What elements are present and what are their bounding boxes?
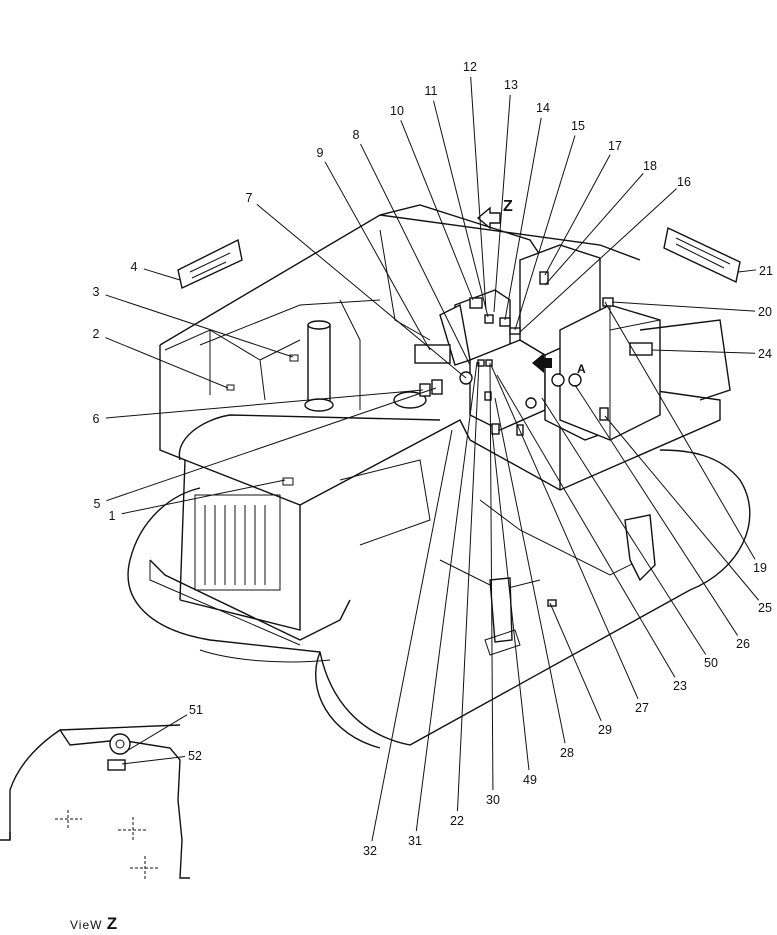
callout-24: 24 <box>758 347 772 361</box>
callout-49: 49 <box>523 773 537 787</box>
leader-line-30 <box>489 362 494 791</box>
callout-13: 13 <box>504 78 518 92</box>
leader-line-8 <box>360 143 471 366</box>
callout-51: 51 <box>189 703 203 717</box>
callout-50: 50 <box>704 656 718 670</box>
leader-line-4 <box>143 268 181 281</box>
callout-3: 3 <box>93 285 100 299</box>
callout-group: 1234567891011121314151617181920212223242… <box>93 60 773 858</box>
leader-line-11 <box>433 100 489 318</box>
decal-marks <box>226 271 653 607</box>
callout-16: 16 <box>677 175 691 189</box>
callout-14: 14 <box>536 101 550 115</box>
leader-line-27 <box>490 364 639 700</box>
detail-a-arrow-label: A <box>577 362 586 376</box>
callout-30: 30 <box>486 793 500 807</box>
leader-line-20 <box>611 301 756 312</box>
leader-line-16 <box>519 188 677 333</box>
callout-17: 17 <box>608 139 622 153</box>
decal-21 <box>663 226 741 284</box>
leader-line-50 <box>541 397 707 655</box>
leader-line-24 <box>651 349 756 354</box>
leader-line-7 <box>256 203 467 379</box>
callout-28: 28 <box>560 746 574 760</box>
callout-52: 52 <box>188 749 202 763</box>
callout-20: 20 <box>758 305 772 319</box>
leader-line-21 <box>737 269 757 273</box>
leader-line-23 <box>496 374 676 678</box>
leader-line-9 <box>324 161 431 351</box>
callout-32: 32 <box>363 844 377 858</box>
leader-line-51 <box>124 714 188 753</box>
leader-line-1 <box>121 479 286 515</box>
callout-27: 27 <box>635 701 649 715</box>
callout-26: 26 <box>736 637 750 651</box>
leader-line-3 <box>105 294 294 358</box>
callout-23: 23 <box>673 679 687 693</box>
callout-25: 25 <box>758 601 772 615</box>
leader-line-29 <box>549 602 602 721</box>
leader-line-15 <box>514 135 576 331</box>
leader-line-52 <box>121 756 186 765</box>
callout-12: 12 <box>463 60 477 74</box>
leader-line-31 <box>415 361 478 832</box>
callout-18: 18 <box>643 159 657 173</box>
leader-line-26 <box>574 384 739 636</box>
leader-line-6 <box>105 389 424 419</box>
leader-line-28 <box>494 397 566 744</box>
detail-a-arrow: A <box>532 353 586 376</box>
callout-22: 22 <box>450 814 464 828</box>
callout-5: 5 <box>94 497 101 511</box>
callout-8: 8 <box>353 128 360 142</box>
callout-21: 21 <box>759 264 773 278</box>
callout-1: 1 <box>109 509 116 523</box>
machine-outline <box>127 204 751 749</box>
callout-15: 15 <box>571 119 585 133</box>
callout-11: 11 <box>425 84 438 98</box>
leader-line-32 <box>371 429 453 842</box>
leader-line-25 <box>604 415 760 601</box>
callout-29: 29 <box>598 723 612 737</box>
view-z-arrow-label: Z <box>503 198 513 215</box>
decal-4 <box>177 238 243 290</box>
leader-line-5 <box>106 387 437 502</box>
view-z-arrow: Z <box>476 198 513 230</box>
view-z-caption: VieW Z <box>70 914 118 934</box>
callout-9: 9 <box>317 146 324 160</box>
leader-line-14 <box>504 117 542 321</box>
leader-line-49 <box>491 429 530 771</box>
callout-19: 19 <box>753 561 767 575</box>
view-z-caption-prefix: VieW <box>70 918 103 932</box>
callout-7: 7 <box>246 191 253 205</box>
leader-line-22 <box>456 361 480 812</box>
leader-line-17 <box>544 154 611 276</box>
callout-10: 10 <box>390 104 404 118</box>
view-z-caption-letter: Z <box>106 914 119 933</box>
leader-line-12 <box>470 76 487 311</box>
callout-2: 2 <box>93 327 100 341</box>
callout-6: 6 <box>93 412 100 426</box>
callout-4: 4 <box>131 260 138 274</box>
view-z-detail <box>0 724 190 880</box>
callout-31: 31 <box>408 834 422 848</box>
leader-line-19 <box>604 301 756 560</box>
leader-line-10 <box>400 120 474 301</box>
leader-line-18 <box>544 173 644 286</box>
leader-line-2 <box>105 337 229 389</box>
leader-line-13 <box>493 94 511 313</box>
